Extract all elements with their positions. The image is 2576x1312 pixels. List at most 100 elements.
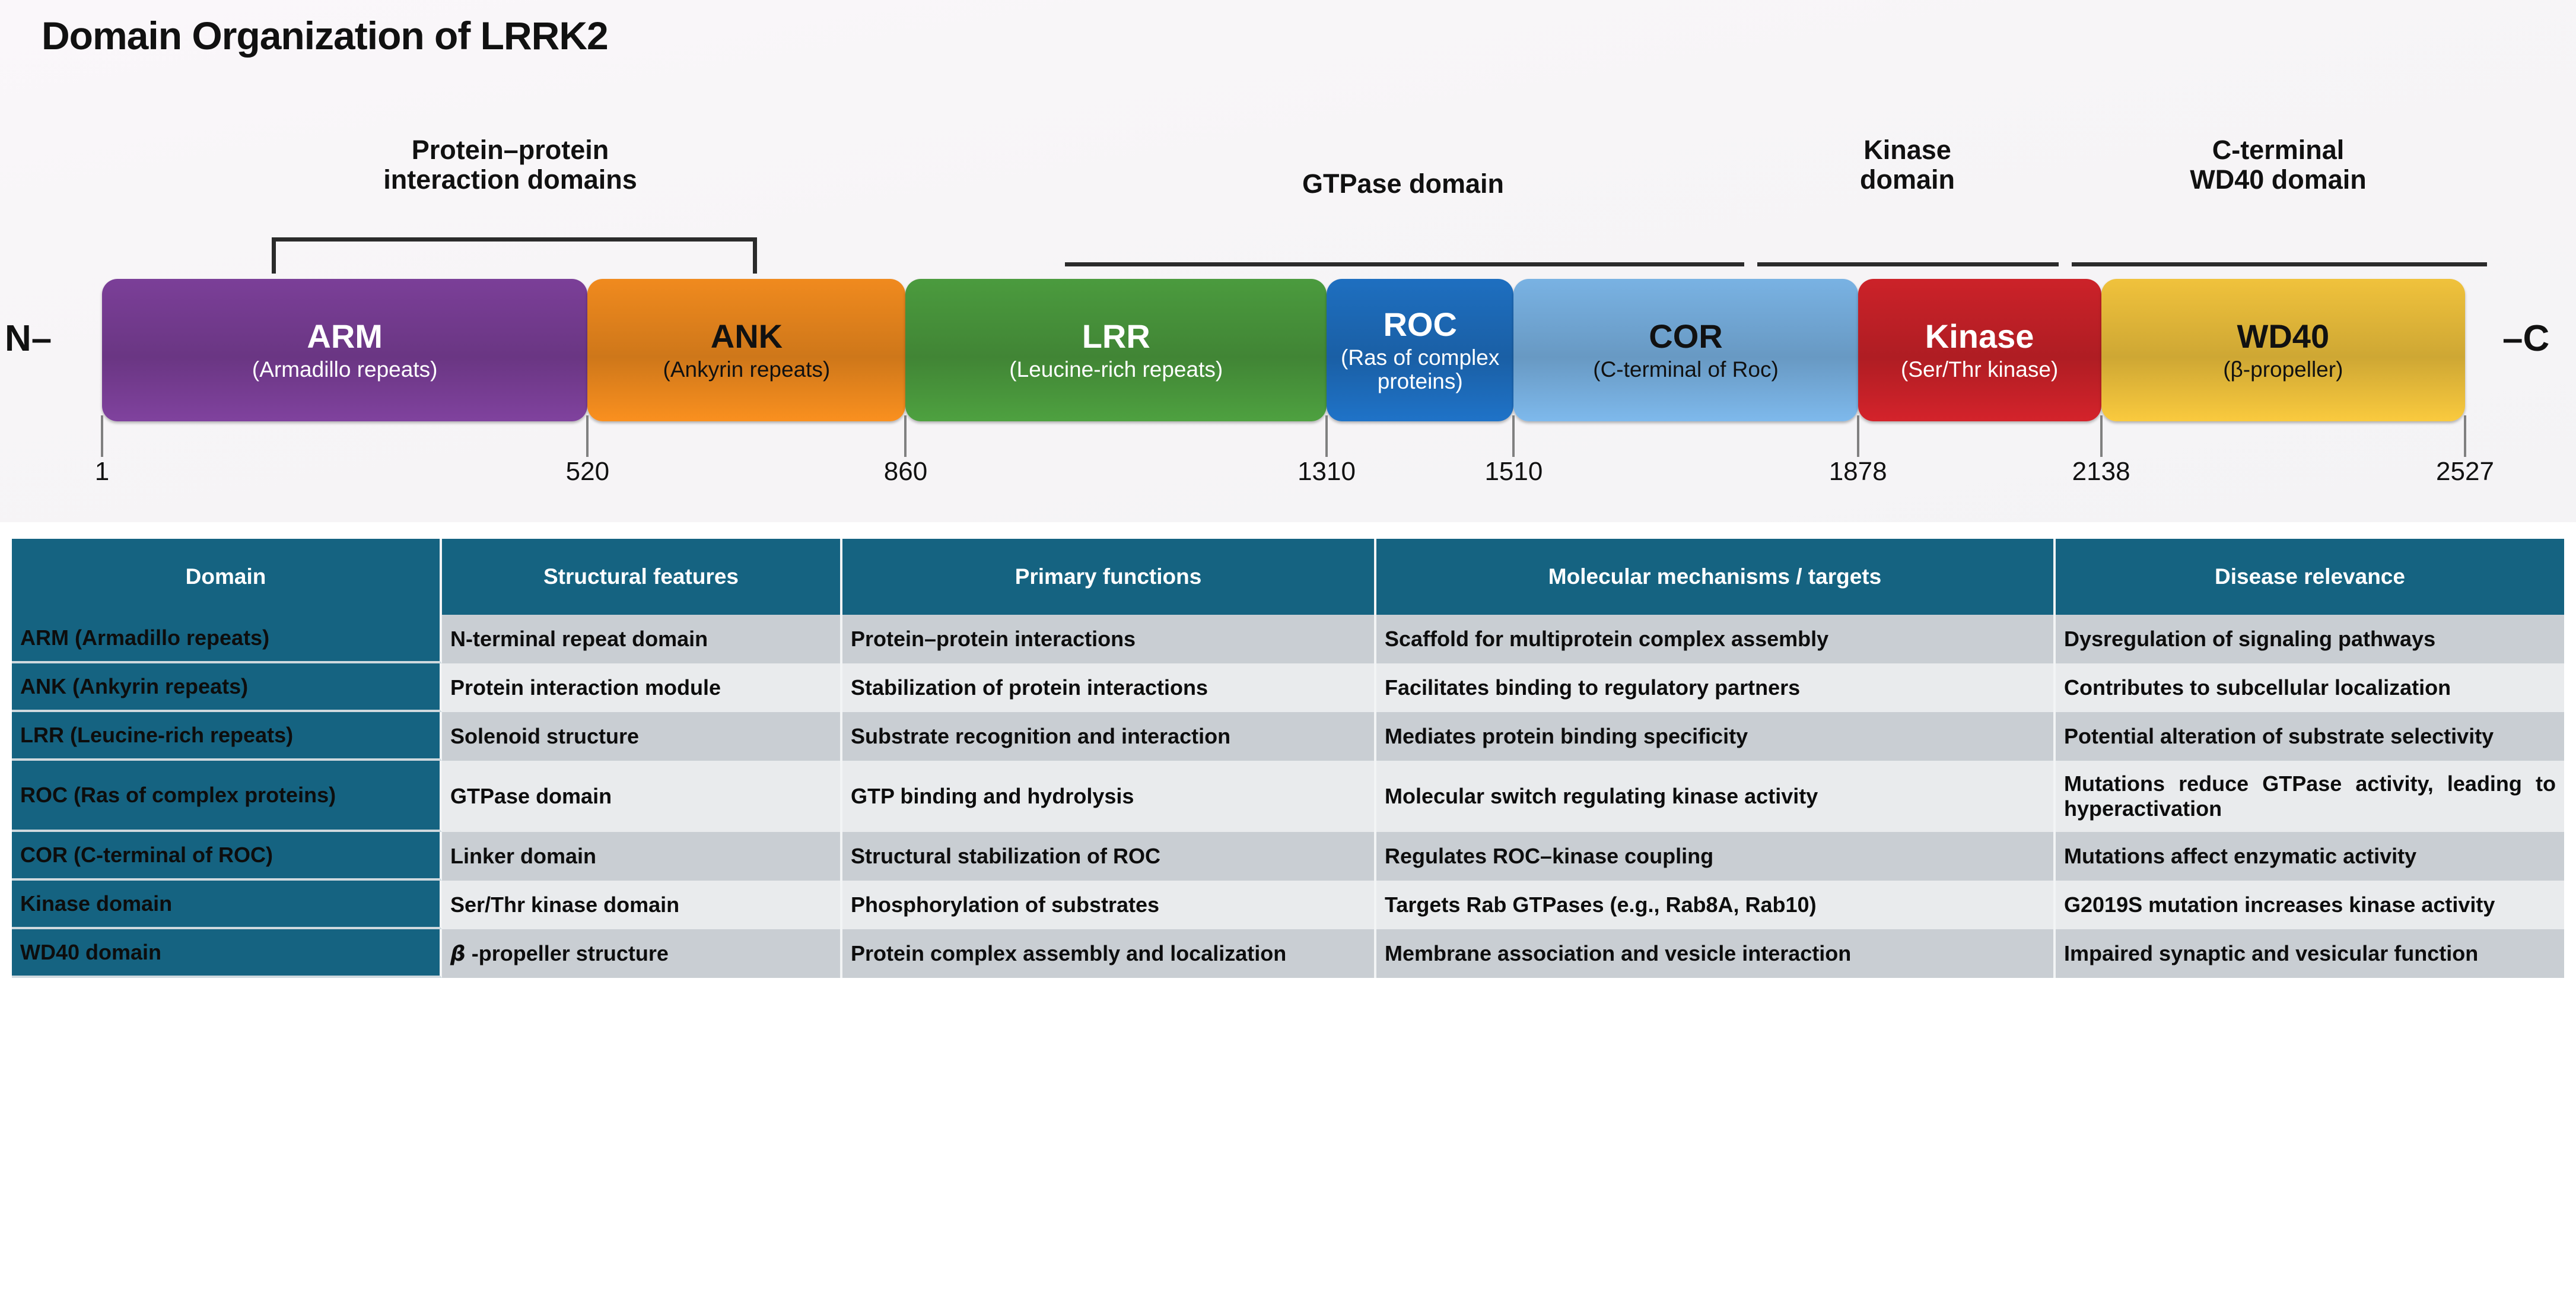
cell-domain: Kinase domain (12, 881, 442, 929)
scale-tick (2100, 415, 2103, 457)
cell-primary-functions: Protein complex assembly and localizatio… (842, 929, 1376, 978)
cell-structural-features: Linker domain (442, 832, 842, 881)
annotation-line: Protein–protein (411, 135, 609, 165)
scale-tick (2464, 415, 2466, 457)
scale-tick-label: 2138 (2072, 457, 2130, 486)
cell-disease-relevance: Potential alteration of substrate select… (2056, 712, 2564, 761)
column-header-mechanisms: Molecular mechanisms / targets (1376, 539, 2056, 615)
domain-full-name: (Ankyrin repeats) (663, 357, 831, 382)
cell-structural-features: GTPase domain (442, 761, 842, 832)
domain-abbr: ARM (307, 317, 383, 355)
domain-block-ank[interactable]: ANK(Ankyrin repeats) (587, 279, 906, 421)
scale-tick-label: 520 (565, 457, 610, 486)
cell-disease-relevance: Contributes to subcellular localization (2056, 663, 2564, 712)
scale-tick (904, 415, 907, 457)
cell-domain: COR (C-terminal of ROC) (12, 832, 442, 881)
scale-tick-label: 2527 (2436, 457, 2494, 486)
domain-abbr: COR (1649, 317, 1723, 355)
annotation-rule-gtpase (1065, 262, 1744, 266)
domain-block-cor[interactable]: COR(C-terminal of Roc) (1513, 279, 1858, 421)
cell-domain: ARM (Armadillo repeats) (12, 615, 442, 663)
annotation-bracket-protein-protein (272, 237, 757, 274)
cell-molecular-mechanisms: Membrane association and vesicle interac… (1376, 929, 2056, 978)
cell-molecular-mechanisms: Molecular switch regulating kinase activ… (1376, 761, 2056, 832)
cell-disease-relevance: Dysregulation of signaling pathways (2056, 615, 2564, 663)
table-header-row: Domain Structural features Primary funct… (12, 539, 2564, 615)
table-row: ANK (Ankyrin repeats)Protein interaction… (12, 663, 2564, 712)
domain-abbr: LRR (1082, 317, 1150, 355)
annotation-line: GTPase domain (1302, 169, 1505, 199)
annotation-line: interaction domains (383, 164, 637, 195)
column-header-disease: Disease relevance (2056, 539, 2564, 615)
domain-full-name: (β-propeller) (2223, 357, 2343, 382)
cell-molecular-mechanisms: Targets Rab GTPases (e.g., Rab8A, Rab10) (1376, 881, 2056, 929)
cell-domain: ROC (Ras of complex proteins) (12, 761, 442, 832)
scale-tick (586, 415, 589, 457)
cell-disease-relevance: Mutations reduce GTPase activity, leadin… (2056, 761, 2564, 832)
cell-primary-functions: Stabilization of protein interactions (842, 663, 1376, 712)
domain-full-name: (Leucine-rich repeats) (1009, 357, 1223, 382)
column-header-functions: Primary functions (842, 539, 1376, 615)
cell-disease-relevance: Mutations affect enzymatic activity (2056, 832, 2564, 881)
cell-molecular-mechanisms: Scaffold for multiprotein complex assemb… (1376, 615, 2056, 663)
domain-abbr: ROC (1383, 306, 1457, 344)
cell-primary-functions: GTP binding and hydrolysis (842, 761, 1376, 832)
annotation-gtpase: GTPase domain (1062, 169, 1744, 199)
cell-structural-features: β -propeller structure (442, 929, 842, 978)
domain-abbr: Kinase (1925, 317, 2034, 355)
annotation-line: Kinase (1863, 135, 1951, 165)
scale-tick-label: 1878 (1828, 457, 1887, 486)
cell-structural-features: Ser/Thr kinase domain (442, 881, 842, 929)
domain-full-name: (Ser/Thr kinase) (1901, 357, 2059, 382)
scale-tick-label: 860 (883, 457, 928, 486)
cell-primary-functions: Phosphorylation of substrates (842, 881, 1376, 929)
domain-abbr: ANK (710, 317, 783, 355)
annotation-rule-wd40 (2072, 262, 2487, 266)
annotation-rule-kinase (1757, 262, 2059, 266)
domain-block-arm[interactable]: ARM(Armadillo repeats) (102, 279, 588, 421)
scale-tick (1856, 415, 1859, 457)
cell-domain: LRR (Leucine-rich repeats) (12, 712, 442, 761)
domain-full-name: (Armadillo repeats) (252, 357, 438, 382)
domain-full-name: (C-terminal of Roc) (1593, 357, 1779, 382)
cell-domain: ANK (Ankyrin repeats) (12, 663, 442, 712)
domain-full-name: (Ras of complex proteins) (1341, 345, 1500, 393)
cell-primary-functions: Structural stabilization of ROC (842, 832, 1376, 881)
domain-block-lrr[interactable]: LRR(Leucine-rich repeats) (905, 279, 1327, 421)
domain-block-wd40[interactable]: WD40(β-propeller) (2101, 279, 2465, 421)
cell-primary-functions: Protein–protein interactions (842, 615, 1376, 663)
table-row: ROC (Ras of complex proteins)GTPase doma… (12, 761, 2564, 832)
scale-tick-label: 1510 (1484, 457, 1543, 486)
page-title: Domain Organization of LRRK2 (42, 14, 609, 58)
domain-summary-table: Domain Structural features Primary funct… (12, 539, 2564, 978)
scale-tick-label: 1310 (1297, 457, 1356, 486)
cell-disease-relevance: Impaired synaptic and vesicular function (2056, 929, 2564, 978)
cell-molecular-mechanisms: Mediates protein binding specificity (1376, 712, 2056, 761)
cell-primary-functions: Substrate recognition and interaction (842, 712, 1376, 761)
column-header-domain: Domain (12, 539, 442, 615)
c-terminus-label: –C (2502, 318, 2550, 359)
cell-structural-features: Protein interaction module (442, 663, 842, 712)
annotation-line: WD40 domain (2190, 164, 2367, 195)
scale-tick-label: 1 (94, 457, 110, 486)
table-row: LRR (Leucine-rich repeats)Solenoid struc… (12, 712, 2564, 761)
n-terminus-label: N– (5, 318, 52, 359)
annotation-line: domain (1859, 164, 1955, 195)
cell-structural-features: Solenoid structure (442, 712, 842, 761)
domain-block-kinase[interactable]: Kinase(Ser/Thr kinase) (1858, 279, 2101, 421)
cell-domain: WD40 domain (12, 929, 442, 978)
domain-track: ARM(Armadillo repeats)ANK(Ankyrin repeat… (0, 279, 2576, 421)
cell-disease-relevance: G2019S mutation increases kinase activit… (2056, 881, 2564, 929)
scale-tick (1325, 415, 1328, 457)
domain-abbr: WD40 (2237, 317, 2330, 355)
column-header-structural: Structural features (442, 539, 842, 615)
scale-tick (1512, 415, 1515, 457)
domain-block-roc[interactable]: ROC(Ras of complex proteins) (1327, 279, 1514, 421)
cell-molecular-mechanisms: Regulates ROC–kinase coupling (1376, 832, 2056, 881)
annotation-line: C-terminal (2212, 135, 2345, 165)
